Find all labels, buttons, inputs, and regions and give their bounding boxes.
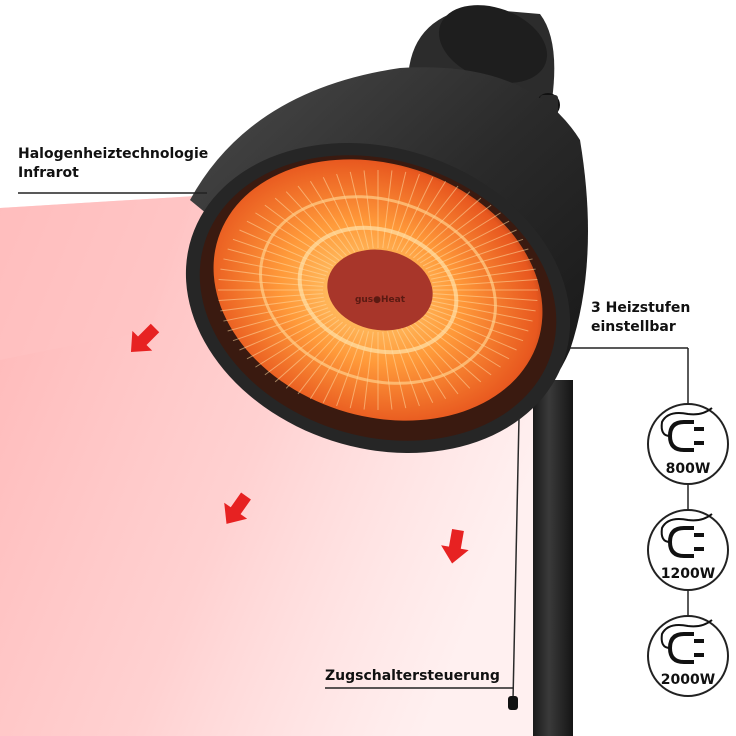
callout-zugschalter: Zugschaltersteuerung xyxy=(325,668,500,684)
pull-cord-handle xyxy=(508,696,518,710)
callout-stufen: 3 Heizstufen einstellbar xyxy=(591,299,690,337)
power-level-circle xyxy=(647,403,729,485)
infrared-glow-edge xyxy=(0,196,196,360)
plug-icon xyxy=(660,619,713,664)
heat-arrow-icon xyxy=(224,492,251,524)
callout-halogen: Halogenheiztechnologie Infrarot xyxy=(18,145,208,183)
power-level-circle xyxy=(647,509,729,591)
plug-icon xyxy=(660,407,713,452)
power-level-800-label: 800W xyxy=(665,461,711,477)
power-level-circle xyxy=(647,615,729,697)
callout-halogen-line1: Halogenheiztechnologie xyxy=(18,146,209,162)
callout-stufen-line1: 3 Heizstufen xyxy=(591,300,691,316)
pull-cord xyxy=(512,417,520,701)
power-level-1200-label: 1200W xyxy=(660,566,716,582)
callout-halogen-line2: Infrarot xyxy=(18,165,79,181)
heater-pole xyxy=(533,380,573,736)
heat-arrow-icon xyxy=(441,528,469,564)
plug-icon xyxy=(660,513,713,558)
brand-mark: gus●Heat xyxy=(355,295,406,305)
callout-stufen-line2: einstellbar xyxy=(591,319,676,335)
power-level-2000-label: 2000W xyxy=(660,672,716,688)
neck-rim xyxy=(438,5,548,83)
heat-arrow-icon xyxy=(130,323,160,353)
center-cap xyxy=(327,249,433,331)
